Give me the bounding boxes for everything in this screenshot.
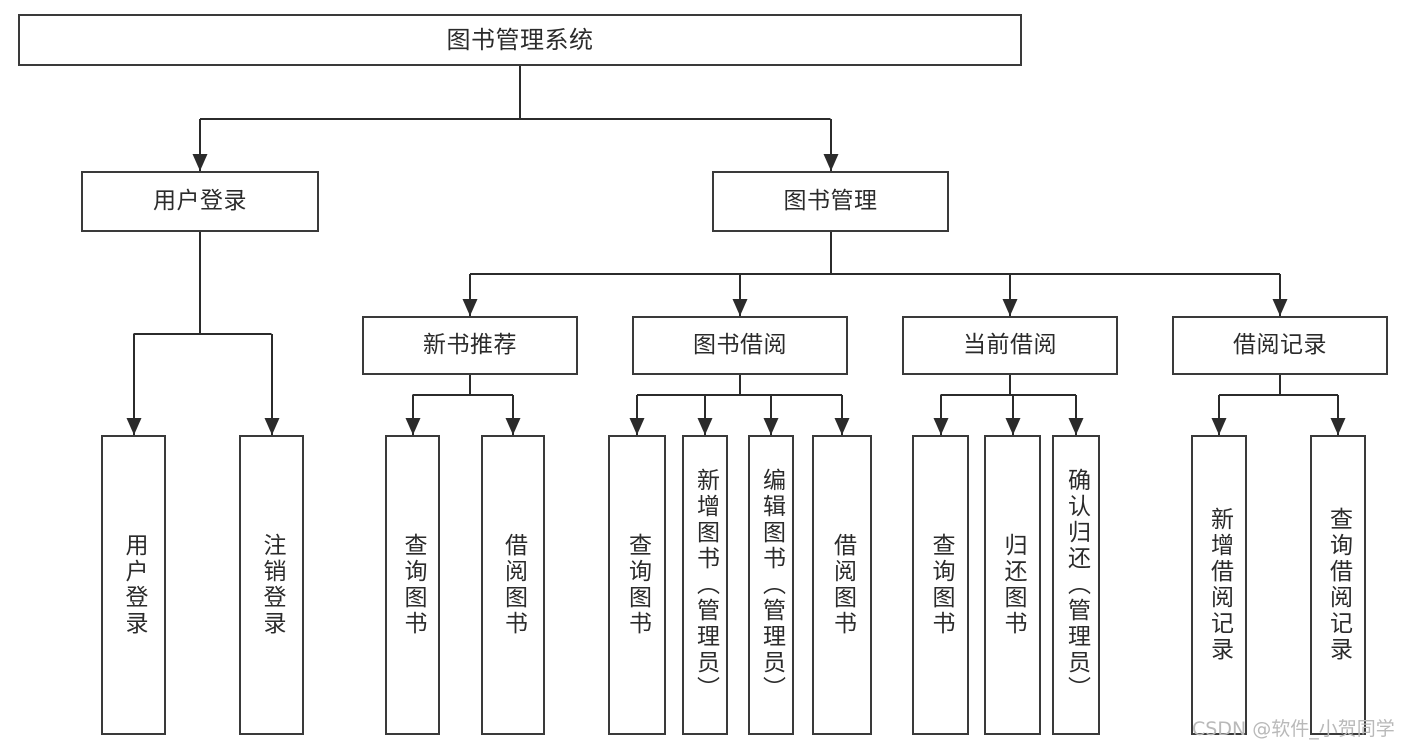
arrowhead-icon: [1068, 418, 1084, 435]
arrowhead-icon: [763, 418, 779, 435]
node-borrow-record[interactable]: 借阅记录: [1172, 316, 1388, 375]
arrowhead-icon: [462, 299, 478, 316]
node-label-leaf-user-login: 用户登录: [121, 533, 147, 637]
arrowhead-icon: [192, 154, 208, 171]
node-label-book-manage: 图书管理: [783, 187, 878, 214]
node-label-current-borrow: 当前借阅: [963, 331, 1057, 358]
arrowhead-icon: [264, 418, 280, 435]
node-leaf-user-login[interactable]: 用户登录: [101, 435, 166, 735]
watermark-text: CSDN @软件_小贺同学: [1192, 718, 1395, 740]
arrowhead-icon: [405, 418, 421, 435]
node-leaf-return-book[interactable]: 归还图书: [984, 435, 1041, 735]
node-label-user-login: 用户登录: [153, 187, 247, 214]
node-label-leaf-borrow-book-1: 借阅图书: [500, 533, 527, 637]
node-label-leaf-return-book: 归还图书: [1000, 533, 1026, 637]
node-current-borrow[interactable]: 当前借阅: [902, 316, 1118, 375]
node-leaf-add-record[interactable]: 新增借阅记录: [1191, 435, 1247, 735]
node-root[interactable]: 图书管理系统: [18, 14, 1022, 66]
arrowhead-icon: [834, 418, 850, 435]
arrowhead-icon: [1002, 299, 1018, 316]
node-label-new-book-rec: 新书推荐: [423, 331, 517, 358]
node-leaf-logout[interactable]: 注销登录: [239, 435, 304, 735]
node-leaf-query-book-3[interactable]: 查询图书: [912, 435, 969, 735]
node-leaf-query-book-2[interactable]: 查询图书: [608, 435, 666, 735]
node-label-leaf-edit-book: 编辑图书（管理员）: [758, 468, 785, 702]
node-leaf-add-book[interactable]: 新增图书（管理员）: [682, 435, 728, 735]
arrowhead-icon: [732, 299, 748, 316]
node-label-borrow-record: 借阅记录: [1233, 331, 1327, 358]
node-label-leaf-query-book-1: 查询图书: [400, 533, 426, 637]
node-user-login[interactable]: 用户登录: [81, 171, 319, 232]
arrowhead-icon: [1272, 299, 1288, 316]
node-leaf-borrow-book-2[interactable]: 借阅图书: [812, 435, 872, 735]
node-leaf-query-record[interactable]: 查询借阅记录: [1310, 435, 1366, 735]
node-book-manage[interactable]: 图书管理: [712, 171, 949, 232]
node-label-root: 图书管理系统: [446, 25, 594, 54]
arrowhead-icon: [933, 418, 949, 435]
node-label-leaf-borrow-book-2: 借阅图书: [829, 533, 856, 637]
node-book-borrow[interactable]: 图书借阅: [632, 316, 848, 375]
node-label-leaf-confirm-return: 确认归还（管理员）: [1063, 468, 1090, 702]
arrowhead-icon: [697, 418, 713, 435]
arrowhead-icon: [505, 418, 521, 435]
node-leaf-query-book-1[interactable]: 查询图书: [385, 435, 440, 735]
arrowhead-icon: [1005, 418, 1021, 435]
node-label-leaf-query-book-2: 查询图书: [624, 533, 651, 637]
node-leaf-edit-book[interactable]: 编辑图书（管理员）: [748, 435, 794, 735]
node-leaf-confirm-return[interactable]: 确认归还（管理员）: [1052, 435, 1100, 735]
node-label-leaf-logout: 注销登录: [259, 533, 285, 637]
node-label-book-borrow: 图书借阅: [693, 331, 787, 358]
node-label-leaf-add-record: 新增借阅记录: [1206, 507, 1233, 663]
node-label-leaf-query-record: 查询借阅记录: [1325, 507, 1352, 663]
node-label-leaf-add-book: 新增图书（管理员）: [692, 468, 719, 702]
arrowhead-icon: [629, 418, 645, 435]
node-new-book-rec[interactable]: 新书推荐: [362, 316, 578, 375]
node-label-leaf-query-book-3: 查询图书: [928, 533, 954, 637]
arrowhead-icon: [1330, 418, 1346, 435]
node-leaf-borrow-book-1[interactable]: 借阅图书: [481, 435, 545, 735]
arrowhead-icon: [126, 418, 142, 435]
arrowhead-icon: [823, 154, 839, 171]
arrowhead-icon: [1211, 418, 1227, 435]
